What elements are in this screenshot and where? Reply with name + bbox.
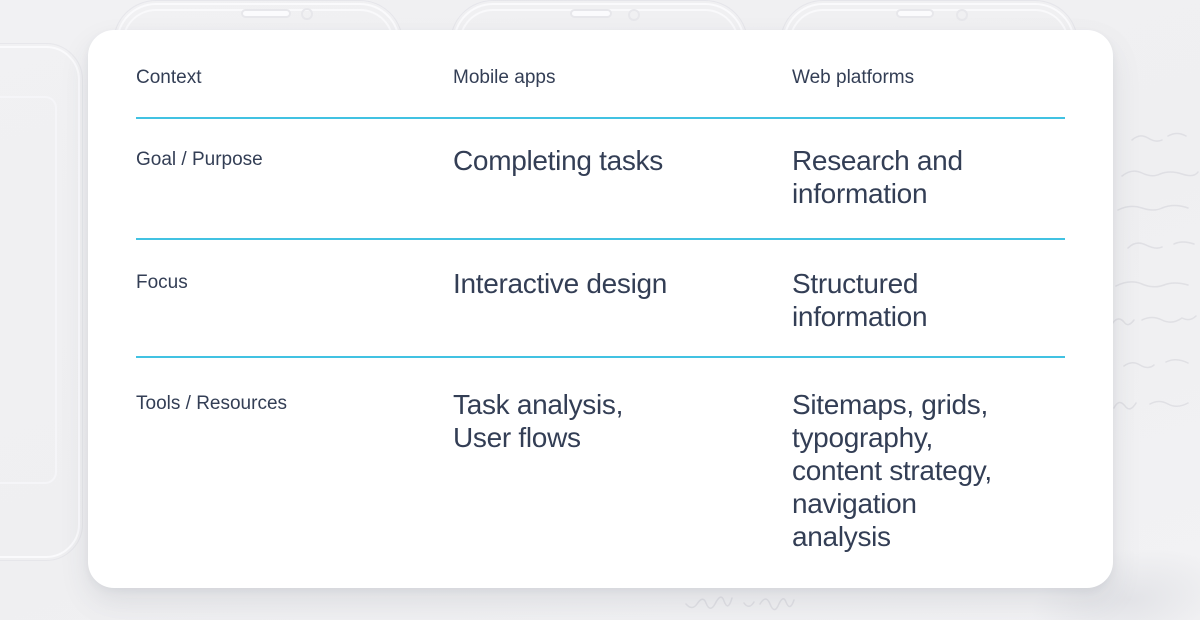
phone-speaker-icon: [570, 9, 612, 18]
handwriting-scribble-bottom: [685, 596, 795, 611]
header-web-platforms: Web platforms: [792, 67, 915, 88]
table-row-tools-resources: Tools / Resources Task analysis, User fl…: [136, 358, 1065, 586]
phone-camera-icon: [956, 9, 968, 21]
table-row-focus: Focus Interactive design Structured info…: [136, 240, 1065, 358]
table-row-goal-purpose: Goal / Purpose Completing tasks Research…: [136, 119, 1065, 240]
cell-web-value: Sitemaps, grids, typography, content str…: [792, 389, 992, 552]
cell-web-value: Structured information: [792, 268, 928, 332]
cell-mobile-value: Task analysis, User flows: [453, 389, 624, 453]
phone-speaker-icon: [241, 9, 291, 18]
handwriting-scribble-right: [1111, 132, 1199, 410]
cell-mobile-value: Completing tasks: [453, 145, 663, 176]
header-context: Context: [136, 67, 202, 88]
table-header-row: Context Mobile apps Web platforms: [136, 30, 1065, 119]
phone-camera-icon: [628, 9, 640, 21]
phone-sketch-left-screen: [0, 96, 57, 484]
cell-mobile-value: Interactive design: [453, 268, 668, 299]
comparison-card: Context Mobile apps Web platforms Goal /…: [88, 30, 1113, 588]
row-label: Focus: [136, 272, 188, 293]
phone-camera-icon: [301, 8, 313, 20]
cell-web-value: Research and information: [792, 145, 963, 209]
row-label: Tools / Resources: [136, 393, 288, 414]
row-label: Goal / Purpose: [136, 149, 263, 170]
phone-speaker-icon: [896, 9, 934, 18]
header-mobile-apps: Mobile apps: [453, 67, 556, 88]
phone-sketch-left: [0, 43, 83, 561]
